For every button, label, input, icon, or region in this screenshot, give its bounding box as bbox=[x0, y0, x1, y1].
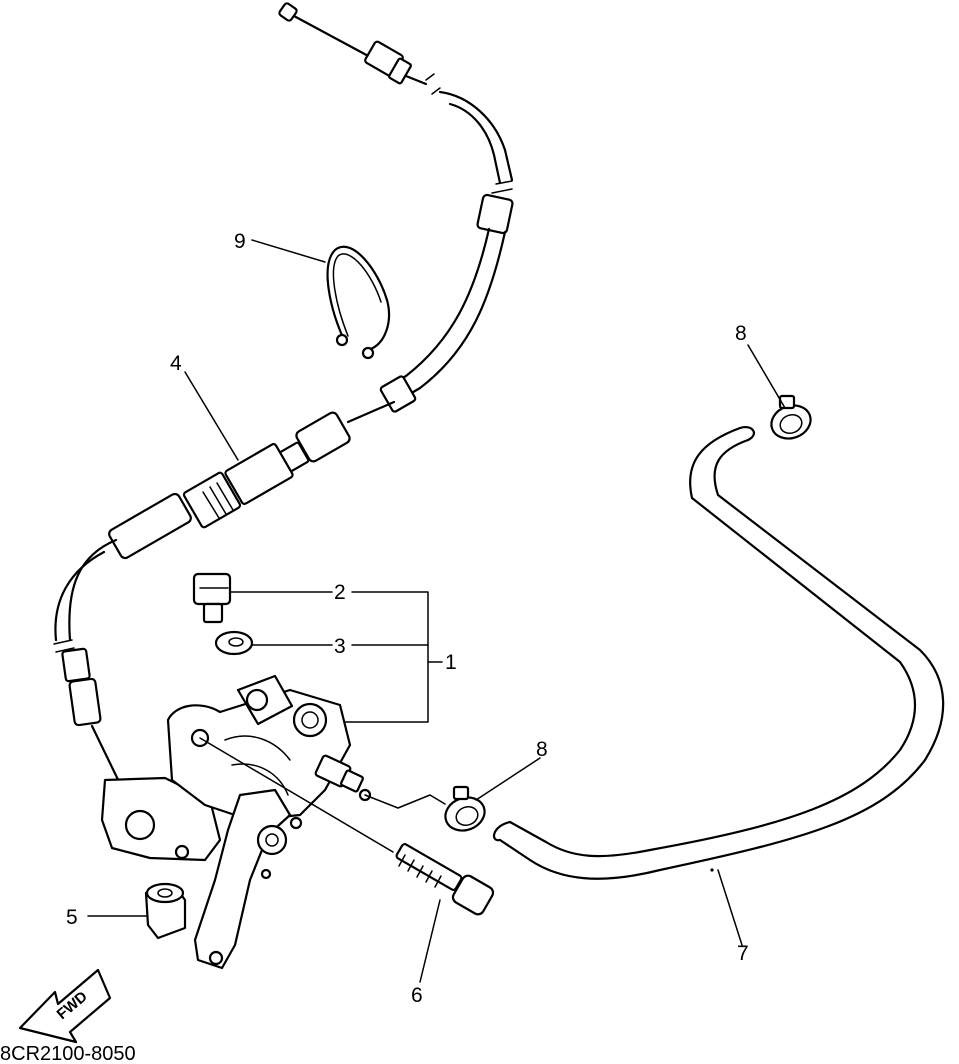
hose-clamp-upper bbox=[770, 394, 812, 440]
lever-nut bbox=[144, 882, 187, 940]
forward-arrow: FWD bbox=[18, 968, 112, 1044]
callout-6: 6 bbox=[411, 984, 423, 1007]
callout-8-lower: 8 bbox=[536, 738, 548, 761]
hose-clamp-lower bbox=[444, 785, 486, 832]
callout-8-upper: 8 bbox=[735, 322, 747, 345]
callout-2: 2 bbox=[334, 581, 346, 604]
callout-5: 5 bbox=[66, 906, 78, 929]
callout-3: 3 bbox=[334, 635, 346, 658]
catalog-code: 8CR2100-8050 bbox=[0, 1043, 136, 1064]
callout-4: 4 bbox=[170, 352, 182, 375]
callout-7: 7 bbox=[737, 942, 749, 965]
callout-9: 9 bbox=[234, 230, 246, 253]
pump-washer bbox=[214, 630, 254, 656]
callout-1: 1 bbox=[445, 651, 457, 674]
pump-cable bbox=[53, 2, 514, 803]
mounting-screw bbox=[395, 843, 495, 916]
leader-lines bbox=[87, 239, 786, 983]
delivery-hose bbox=[492, 426, 945, 880]
pump-bolt bbox=[192, 572, 232, 624]
cable-clip bbox=[326, 245, 391, 360]
autolube-pump bbox=[100, 674, 372, 970]
